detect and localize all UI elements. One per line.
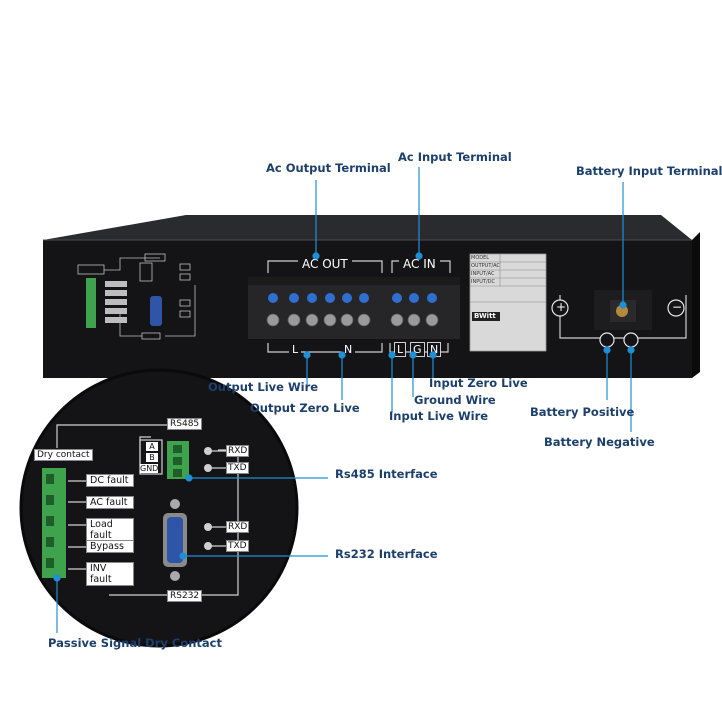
rxd2-label: RXD <box>226 521 250 533</box>
txd-label: TXD <box>226 462 249 474</box>
callout-input-live-wire: Input Live Wire <box>389 409 489 423</box>
callout-input-zero-live: Input Zero Live <box>429 376 528 390</box>
battery-minus-label: − <box>672 300 683 314</box>
nameplate-row: OUTPUT/AC <box>471 263 500 269</box>
callout-rs485-interface: Rs485 Interface <box>335 467 438 481</box>
nameplate-row: INPUT/DC <box>471 279 495 285</box>
fault-label-dc: DC fault <box>86 474 134 487</box>
fault-label-load: Load fault <box>86 518 134 542</box>
callout-output-live-wire: Output Live Wire <box>208 380 319 394</box>
rxd-label: RXD <box>226 445 250 457</box>
battery-plus-label: + <box>556 300 567 314</box>
nameplate: MODEL OUTPUT/AC INPUT/AC INPUT/DC <box>471 254 545 286</box>
callout-ac-output-terminal: Ac Output Terminal <box>266 161 391 175</box>
pin-gnd-label: GND <box>140 464 159 473</box>
out-l-label: L <box>289 343 302 356</box>
callout-battery-input-terminal: Battery Input Terminal <box>576 164 722 178</box>
callout-ac-input-terminal: Ac Input Terminal <box>398 150 512 164</box>
fault-label-inv: INV fault <box>86 562 134 586</box>
callout-output-zero-live: Output Zero Live <box>250 401 360 415</box>
callout-passive-signal-dry-contact: Passive Signal Dry Contact <box>48 636 222 650</box>
callout-ground-wire: Ground Wire <box>414 393 496 407</box>
nameplate-brand: BWitt <box>474 312 496 320</box>
txd2-label: TXD <box>226 540 249 552</box>
in-l-label: L <box>394 342 407 357</box>
dry-contact-label: Dry contact <box>34 449 93 461</box>
rs232-label: RS232 <box>167 590 203 602</box>
rs485-label: RS485 <box>167 418 203 430</box>
ac-out-label: AC OUT <box>298 257 352 271</box>
callout-battery-negative: Battery Negative <box>544 435 655 449</box>
fault-label-ac: AC fault <box>86 496 134 509</box>
ac-in-label: AC IN <box>399 257 440 271</box>
pin-a-label: A <box>146 442 158 451</box>
fault-label-bypass: Bypass <box>86 540 134 553</box>
callout-rs232-interface: Rs232 Interface <box>335 547 438 561</box>
nameplate-row: INPUT/AC <box>471 271 495 277</box>
nameplate-row: MODEL <box>471 255 490 261</box>
pin-b-label: B <box>146 453 158 462</box>
callout-battery-positive: Battery Positive <box>530 405 635 419</box>
